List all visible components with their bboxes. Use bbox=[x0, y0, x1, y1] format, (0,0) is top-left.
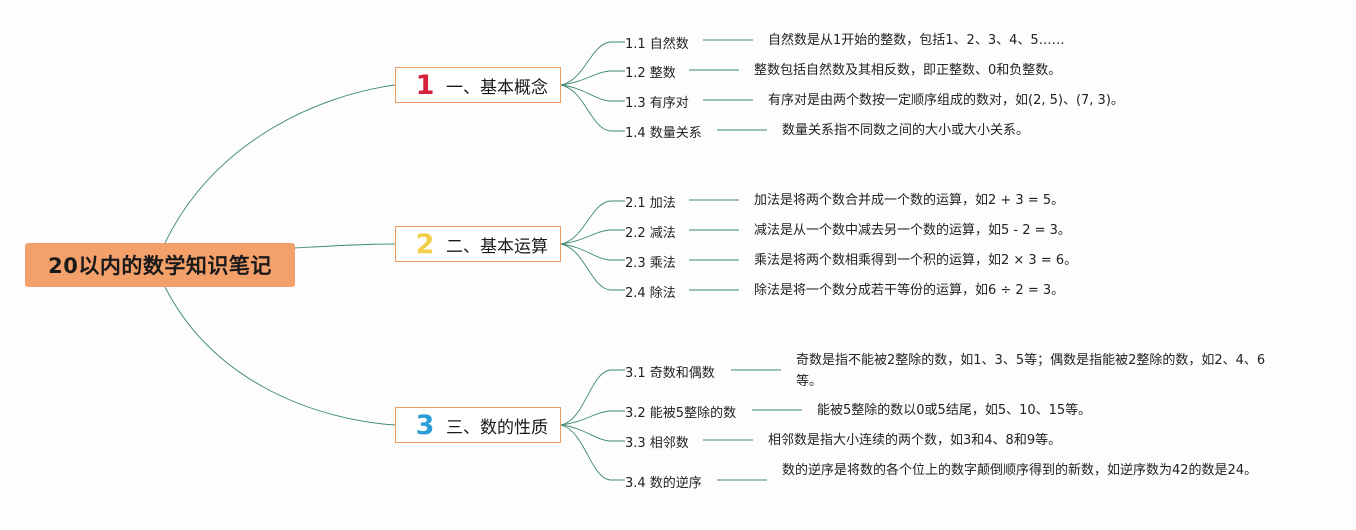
connector-root-branch-3 bbox=[164, 286, 396, 426]
root-node[interactable]: 20以内的数学知识笔记 bbox=[25, 243, 295, 287]
desc-adjacent-numbers: 相邻数是指大小连续的两个数，如3和4、8和9等。 bbox=[768, 433, 1062, 448]
branch-node-basic-concepts[interactable]: 1 一、基本概念 bbox=[395, 67, 561, 103]
connector-b1-sub-2 bbox=[560, 70, 625, 86]
sub-node-quantity-relation[interactable]: 1.4 数量关系 bbox=[625, 126, 702, 141]
branch-label: 二、基本运算 bbox=[446, 236, 548, 257]
desc-reverse-number: 数的逆序是将数的各个位上的数字颠倒顺序得到的新数，如逆序数为42的数是24。 bbox=[782, 463, 1258, 478]
desc-addition: 加法是将两个数合并成一个数的运算，如2 + 3 = 5。 bbox=[754, 193, 1065, 208]
connector-b1-sub-3 bbox=[560, 84, 625, 102]
desc-integers: 整数包括自然数及其相反数，即正整数、0和负整数。 bbox=[754, 63, 1062, 78]
sub-node-subtraction[interactable]: 2.2 减法 bbox=[625, 226, 676, 241]
sub-node-addition[interactable]: 2.1 加法 bbox=[625, 196, 676, 211]
desc-divisible-by-five: 能被5整除的数以0或5结尾，如5、10、15等。 bbox=[817, 403, 1092, 418]
sub-node-divisible-by-five[interactable]: 3.2 能被5整除的数 bbox=[625, 406, 737, 421]
number-one-icon: 1 bbox=[415, 69, 435, 101]
connector-b2-sub-2 bbox=[560, 229, 625, 245]
sub-node-reverse-number[interactable]: 3.4 数的逆序 bbox=[625, 476, 702, 491]
branch-label: 一、基本概念 bbox=[446, 77, 548, 98]
connector-b1-sub-1 bbox=[560, 41, 625, 86]
desc-odd-even: 奇数是指不能被2整除的数，如1、3、5等；偶数是指能被2整除的数，如2、4、6等… bbox=[796, 353, 1266, 389]
branch-node-number-properties[interactable]: 3 三、数的性质 bbox=[395, 407, 561, 443]
branch-label: 三、数的性质 bbox=[446, 417, 548, 438]
desc-subtraction: 减法是从一个数中减去另一个数的运算，如5 - 2 = 3。 bbox=[754, 223, 1071, 238]
sub-node-division[interactable]: 2.4 除法 bbox=[625, 286, 676, 301]
connector-b3-sub-1 bbox=[560, 369, 625, 426]
number-three-icon: 3 bbox=[415, 409, 435, 441]
desc-quantity-relation: 数量关系指不同数之间的大小或大小关系。 bbox=[782, 123, 1030, 138]
desc-division: 除法是将一个数分成若干等份的运算，如6 ÷ 2 = 3。 bbox=[754, 283, 1065, 298]
connector-root-branch-1 bbox=[164, 84, 396, 244]
sub-node-integers[interactable]: 1.2 整数 bbox=[625, 66, 676, 81]
connector-b2-sub-3 bbox=[560, 243, 625, 261]
branch-node-basic-operations[interactable]: 2 二、基本运算 bbox=[395, 226, 561, 262]
connector-root-branch-2 bbox=[294, 243, 396, 249]
connector-b3-sub-2 bbox=[560, 410, 625, 426]
desc-natural-numbers: 自然数是从1开始的整数，包括1、2、3、4、5…… bbox=[768, 33, 1065, 48]
sub-node-multiplication[interactable]: 2.3 乘法 bbox=[625, 256, 676, 271]
desc-ordered-pair: 有序对是由两个数按一定顺序组成的数对，如(2, 5)、(7, 3)。 bbox=[768, 93, 1124, 108]
connector-b1-sub-4 bbox=[560, 84, 625, 132]
connector-b2-sub-1 bbox=[560, 200, 625, 245]
sub-node-natural-numbers[interactable]: 1.1 自然数 bbox=[625, 37, 689, 52]
connector-b2-sub-4 bbox=[560, 243, 625, 291]
desc-multiplication: 乘法是将两个数相乘得到一个积的运算，如2 × 3 = 6。 bbox=[754, 253, 1078, 268]
connector-b3-sub-4 bbox=[560, 424, 625, 481]
number-two-icon: 2 bbox=[415, 228, 435, 260]
sub-node-adjacent-numbers[interactable]: 3.3 相邻数 bbox=[625, 436, 689, 451]
sub-node-ordered-pair[interactable]: 1.3 有序对 bbox=[625, 96, 689, 111]
sub-node-odd-even[interactable]: 3.1 奇数和偶数 bbox=[625, 366, 715, 381]
connector-b3-sub-3 bbox=[560, 424, 625, 442]
